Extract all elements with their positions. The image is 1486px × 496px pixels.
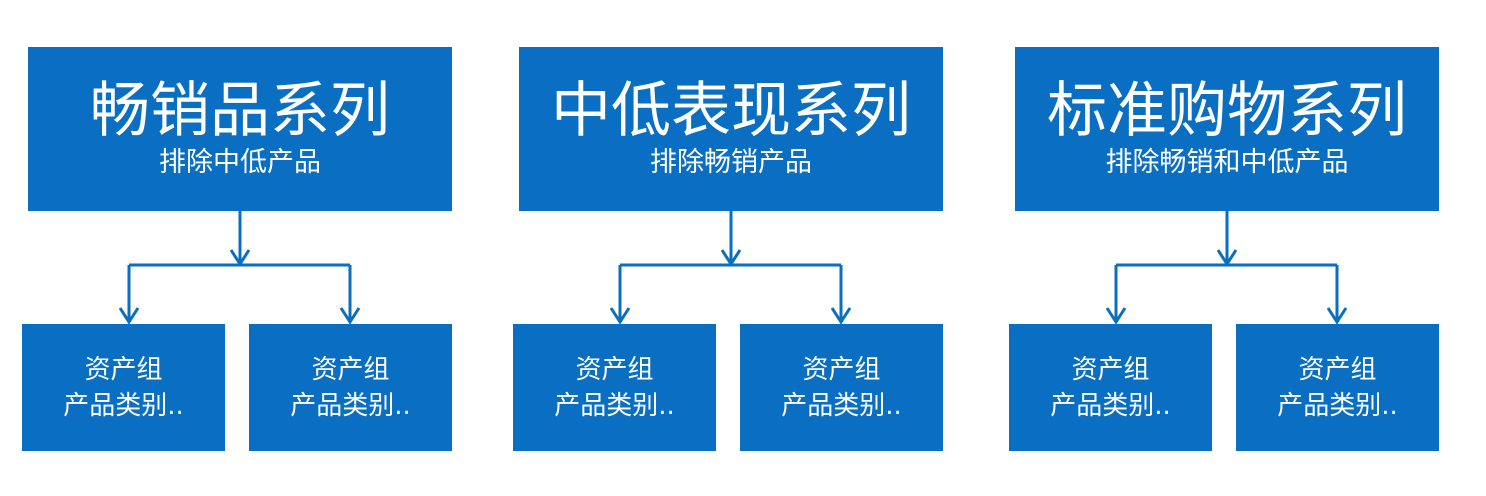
group-3-child-2-line2: 产品类别.. xyxy=(1277,390,1398,421)
group-3-child-1-line1: 资产组 xyxy=(1071,354,1150,385)
group-2-campaign-box: 中低表现系列 排除畅销产品 xyxy=(519,47,943,211)
group-1-child-1-box: 资产组 产品类别.. xyxy=(22,324,225,451)
group-3-branch-right-arrow xyxy=(1326,307,1348,325)
group-1-child-1-line2: 产品类别.. xyxy=(63,390,184,421)
group-3-child-2-box: 资产组 产品类别.. xyxy=(1236,324,1439,451)
group-2-child-1-line2: 产品类别.. xyxy=(554,390,675,421)
group-2-child-1-box: 资产组 产品类别.. xyxy=(513,324,716,451)
group-1-child-2-box: 资产组 产品类别.. xyxy=(249,324,452,451)
group-3-title: 标准购物系列 xyxy=(1047,76,1407,146)
group-2-branch-left-arrow xyxy=(609,307,631,325)
group-2-child-2-line1: 资产组 xyxy=(802,354,881,385)
group-3-child-2-line1: 资产组 xyxy=(1298,354,1377,385)
group-1-child-2-line1: 资产组 xyxy=(311,354,390,385)
group-3-campaign-box: 标准购物系列 排除畅销和中低产品 xyxy=(1015,47,1439,211)
group-3-child-1-box: 资产组 产品类别.. xyxy=(1009,324,1212,451)
group-1-child-1-line1: 资产组 xyxy=(84,354,163,385)
group-1-child-2-line2: 产品类别.. xyxy=(290,390,411,421)
group-3-subtitle: 排除畅销和中低产品 xyxy=(1105,147,1349,178)
group-1-branch-right-arrow xyxy=(339,307,361,325)
group-1-campaign-box: 畅销品系列 排除中低产品 xyxy=(28,47,452,211)
group-2-child-2-box: 资产组 产品类别.. xyxy=(740,324,943,451)
group-1-subtitle: 排除中低产品 xyxy=(159,147,321,178)
group-2-title: 中低表现系列 xyxy=(551,76,911,146)
group-2-subtitle: 排除畅销产品 xyxy=(650,147,812,178)
group-1-branch-left-arrow xyxy=(118,307,140,325)
group-2-child-1-line1: 资产组 xyxy=(575,354,654,385)
group-1-title: 畅销品系列 xyxy=(90,76,390,146)
group-3-child-1-line2: 产品类别.. xyxy=(1050,390,1171,421)
group-2-child-2-line2: 产品类别.. xyxy=(781,390,902,421)
group-2-branch-right-arrow xyxy=(830,307,852,325)
group-3-branch-left-arrow xyxy=(1105,307,1127,325)
